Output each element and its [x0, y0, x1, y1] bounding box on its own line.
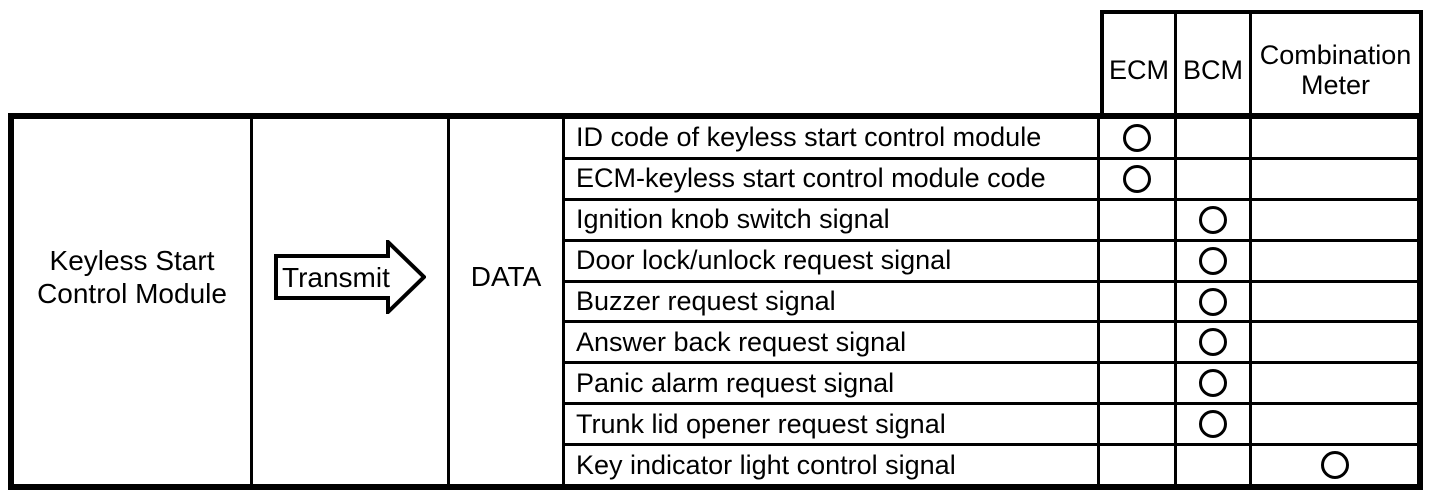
- signal-label: Key indicator light control signal: [565, 446, 1100, 485]
- sender-module-label: Keyless Start Control Module: [37, 244, 227, 309]
- circle-mark: [1123, 164, 1151, 193]
- transmit-arrow-label: Transmit: [282, 262, 390, 293]
- bcm-mark-cell: [1177, 200, 1252, 239]
- bcm-mark-cell: [1177, 364, 1252, 403]
- bcm-mark-cell: [1177, 159, 1252, 198]
- ecm-mark-cell: [1100, 241, 1177, 280]
- ecm-mark-cell: [1100, 282, 1177, 321]
- signal-rows: ID code of keyless start control module …: [565, 119, 1417, 485]
- circle-mark: [1123, 123, 1151, 152]
- ecm-mark-cell: [1100, 323, 1177, 362]
- table-row: Ignition knob switch signal: [565, 200, 1417, 242]
- circle-mark: [1199, 287, 1227, 316]
- bcm-mark-cell: [1177, 119, 1252, 157]
- receiver-header: ECM BCM Combination Meter: [1100, 10, 1423, 113]
- meter-mark-cell: [1252, 242, 1417, 280]
- meter-mark-cell: [1252, 160, 1417, 198]
- column-header-combination-meter: Combination Meter: [1259, 39, 1412, 100]
- meter-mark-cell: [1252, 364, 1417, 402]
- transmit-data-table: Keyless Start Control Module Transmit DA…: [8, 113, 1423, 490]
- signal-label: Answer back request signal: [565, 323, 1100, 362]
- bcm-mark-cell: [1177, 241, 1252, 280]
- column-header-bcm: BCM: [1177, 14, 1252, 113]
- bcm-mark-cell: [1177, 446, 1252, 485]
- table-row: Buzzer request signal: [565, 282, 1417, 324]
- table-row: Panic alarm request signal: [565, 364, 1417, 406]
- bcm-mark-cell: [1177, 282, 1252, 321]
- meter-mark-cell: [1252, 446, 1417, 484]
- bcm-mark-cell: [1177, 323, 1252, 362]
- signal-label: ECM-keyless start control module code: [565, 159, 1100, 198]
- table-row: Answer back request signal: [565, 323, 1417, 365]
- table-row: Key indicator light control signal: [565, 446, 1417, 485]
- circle-mark: [1199, 369, 1227, 398]
- table-row: ECM-keyless start control module code: [565, 159, 1417, 201]
- data-cell: DATA: [450, 119, 565, 484]
- meter-mark-cell: [1252, 119, 1417, 157]
- ecm-mark-cell: [1100, 119, 1177, 157]
- circle-mark: [1199, 410, 1227, 439]
- ecm-mark-cell: [1100, 446, 1177, 485]
- column-header-ecm: ECM: [1104, 14, 1177, 113]
- circle-mark: [1199, 328, 1227, 357]
- transmit-arrow-icon: Transmit: [274, 239, 426, 314]
- signal-label: Door lock/unlock request signal: [565, 241, 1100, 280]
- meter-mark-cell: [1252, 283, 1417, 321]
- transmit-cell: Transmit: [253, 119, 450, 484]
- table-row: Door lock/unlock request signal: [565, 241, 1417, 283]
- bcm-mark-cell: [1177, 405, 1252, 444]
- circle-mark: [1199, 246, 1227, 275]
- meter-mark-cell: [1252, 405, 1417, 443]
- circle-mark: [1320, 451, 1349, 480]
- ecm-mark-cell: [1100, 200, 1177, 239]
- ecm-mark-cell: [1100, 159, 1177, 198]
- table-row: Trunk lid opener request signal: [565, 405, 1417, 447]
- meter-mark-cell: [1252, 323, 1417, 361]
- data-label: DATA: [470, 260, 542, 292]
- signal-label: Panic alarm request signal: [565, 364, 1100, 403]
- ecm-mark-cell: [1100, 405, 1177, 444]
- signal-label: Ignition knob switch signal: [565, 200, 1100, 239]
- signal-label: ID code of keyless start control module: [565, 119, 1100, 157]
- signal-label: Buzzer request signal: [565, 282, 1100, 321]
- sender-module-cell: Keyless Start Control Module: [14, 119, 253, 484]
- meter-mark-cell: [1252, 201, 1417, 239]
- circle-mark: [1199, 205, 1227, 234]
- ecm-mark-cell: [1100, 364, 1177, 403]
- table-row: ID code of keyless start control module: [565, 119, 1417, 160]
- signal-label: Trunk lid opener request signal: [565, 405, 1100, 444]
